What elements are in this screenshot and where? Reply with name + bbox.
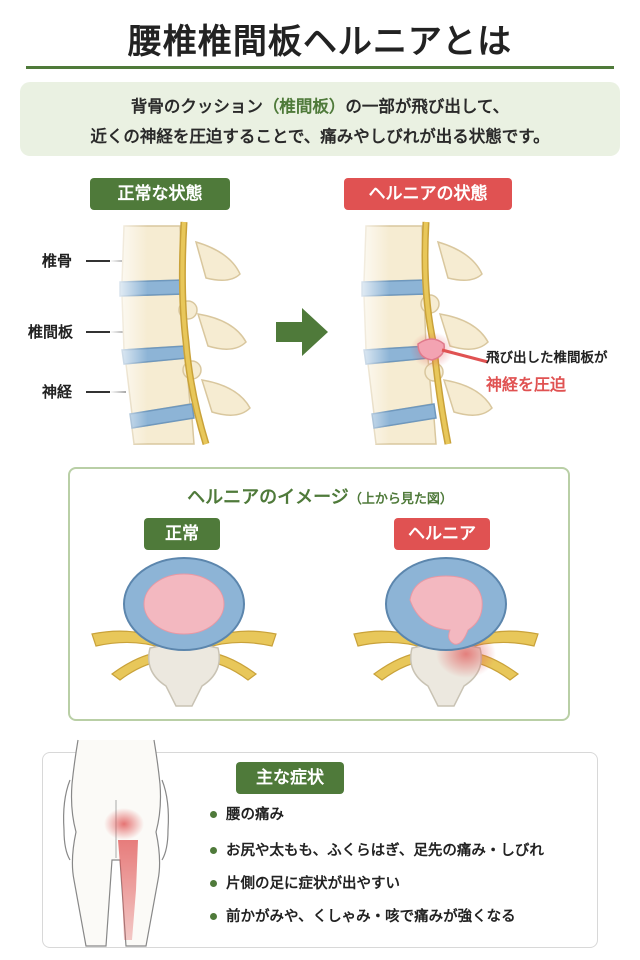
callout-text-2: 神経を圧迫 (486, 375, 567, 394)
bullet-dot (210, 811, 217, 818)
body-illustration (63, 739, 169, 947)
normal-disc-top-view (91, 557, 277, 707)
arrow-right-icon (276, 308, 328, 356)
normal-spine-illustration (110, 221, 260, 446)
top-view-title-main: ヘルニアのイメージ (187, 487, 349, 508)
symptom-item: お尻や太もも、ふくらはぎ、足先の痛み・しびれ (226, 843, 544, 859)
callout-pointer (441, 348, 489, 364)
bullet-dot (210, 913, 217, 920)
disc-leader-line (86, 331, 126, 333)
bullet-dot (210, 880, 217, 887)
top-normal-badge: 正常 (144, 518, 220, 550)
symptom-item: 前かがみや、くしゃみ・咳で痛みが強くなる (226, 909, 516, 925)
intro-line-1: 背骨のクッション（椎間板）の一部が飛び出して、 (20, 93, 620, 117)
hernia-disc-top-view (353, 557, 539, 707)
disc-label: 椎間板 (28, 323, 74, 341)
hernia-spine-illustration (352, 221, 502, 445)
nerve-leader-line (86, 391, 126, 393)
intro-text-pre: 背骨のクッション (130, 97, 263, 116)
intro-line-2: 近くの神経を圧迫することで、痛みやしびれが出る状態です。 (90, 127, 550, 146)
bullet-dot (210, 847, 217, 854)
symptoms-badge: 主な症状 (236, 762, 344, 794)
symptom-item: 腰の痛み (226, 807, 284, 823)
intro-text-highlight: （椎間板） (262, 97, 346, 116)
vertebra-leader-line (86, 260, 126, 262)
page-title: 腰椎椎間板ヘルニアとは (127, 22, 513, 62)
vertebra-label: 椎骨 (42, 252, 73, 270)
nerve-label: 神経 (42, 383, 73, 401)
title-underline (26, 66, 614, 69)
top-view-title: ヘルニアのイメージ（上から見た図） (70, 483, 570, 509)
top-hernia-badge: ヘルニア (394, 518, 490, 550)
hernia-state-badge: ヘルニアの状態 (344, 178, 512, 210)
intro-text-post: の一部が飛び出して、 (345, 97, 510, 116)
symptom-item: 片側の足に症状が出やすい (226, 876, 400, 892)
normal-state-badge: 正常な状態 (90, 178, 230, 210)
intro-box: 背骨のクッション（椎間板）の一部が飛び出して、 近くの神経を圧迫することで、痛み… (20, 82, 620, 156)
top-view-subtitle: （上から見た図） (348, 492, 453, 507)
callout-text-1: 飛び出した椎間板が (486, 350, 608, 366)
